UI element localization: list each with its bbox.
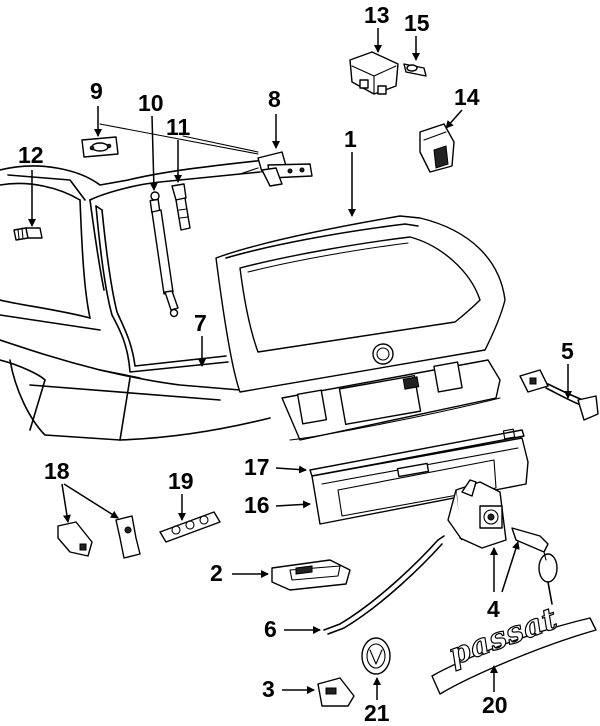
callout-1: 1: [344, 126, 357, 152]
callout-6: 6: [264, 616, 277, 642]
letter-strip: [159, 511, 221, 543]
callout-4: 4: [487, 596, 500, 622]
fastener: [13, 227, 43, 241]
callout-7: 7: [194, 310, 207, 336]
vw-emblem: [361, 637, 391, 675]
plate-housing: [311, 428, 529, 525]
leader-lines: [28, 28, 572, 700]
callout-10: 10: [138, 90, 164, 116]
callout-21: 21: [364, 700, 390, 726]
callout-8: 8: [268, 86, 281, 112]
callout-15: 15: [404, 10, 430, 36]
callout-13: 13: [364, 2, 390, 28]
strut-bracket: [171, 183, 191, 231]
hinge: [239, 151, 313, 187]
callout-12: 12: [18, 142, 44, 168]
hinge-bumper: [81, 136, 119, 158]
callout-19: 19: [168, 468, 194, 494]
callout-14: 14: [454, 84, 480, 110]
tailgate: [215, 215, 506, 441]
trim-strip: [309, 429, 525, 477]
release-rod: [323, 535, 445, 635]
callout-20: 20: [482, 692, 508, 718]
callout-18: 18: [44, 458, 70, 484]
vehicle-body: [0, 159, 271, 441]
name-emblem: [431, 617, 597, 695]
light-switch: [349, 51, 399, 95]
release-handle: [271, 559, 351, 591]
callout-2: 2: [210, 560, 223, 586]
lamp: [419, 123, 455, 173]
lock-assembly: [447, 479, 558, 605]
callout-16: 16: [244, 492, 270, 518]
clips: [57, 515, 141, 559]
gas-strut: [149, 191, 179, 318]
callout-17: 17: [244, 454, 270, 480]
bulb: [403, 63, 427, 77]
lock-bracket: [317, 677, 355, 707]
callout-9: 9: [90, 78, 103, 104]
callout-3: 3: [262, 676, 275, 702]
callout-11: 11: [166, 114, 191, 140]
callout-5: 5: [561, 338, 574, 364]
wiring-harness: [519, 369, 599, 421]
